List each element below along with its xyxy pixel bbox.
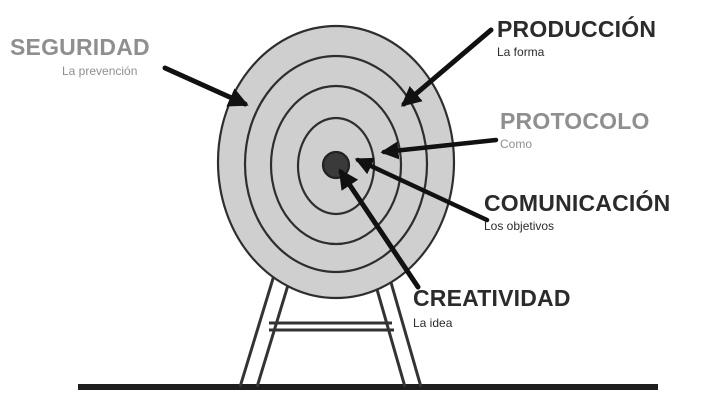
target-rings — [218, 26, 454, 298]
label-protocolo: PROTOCOLO Como — [500, 110, 650, 150]
produccion-title: PRODUCCIÓN — [497, 18, 656, 41]
protocolo-subtitle: Como — [500, 138, 650, 150]
creatividad-title: CREATIVIDAD — [413, 287, 571, 310]
arrow-seguridad — [165, 68, 245, 104]
creatividad-subtitle: La idea — [413, 317, 571, 329]
label-seguridad: SEGURIDAD La prevención — [10, 36, 150, 77]
produccion-subtitle: La forma — [497, 46, 656, 58]
seguridad-title: SEGURIDAD — [10, 36, 150, 59]
seguridad-subtitle: La prevención — [62, 65, 150, 77]
comunicacion-title: COMUNICACIÓN — [484, 192, 670, 215]
label-creatividad: CREATIVIDAD La idea — [413, 287, 571, 329]
comunicacion-subtitle: Los objetivos — [484, 220, 670, 232]
protocolo-title: PROTOCOLO — [500, 110, 650, 133]
label-comunicacion: COMUNICACIÓN Los objetivos — [484, 192, 670, 232]
label-produccion: PRODUCCIÓN La forma — [497, 18, 656, 58]
